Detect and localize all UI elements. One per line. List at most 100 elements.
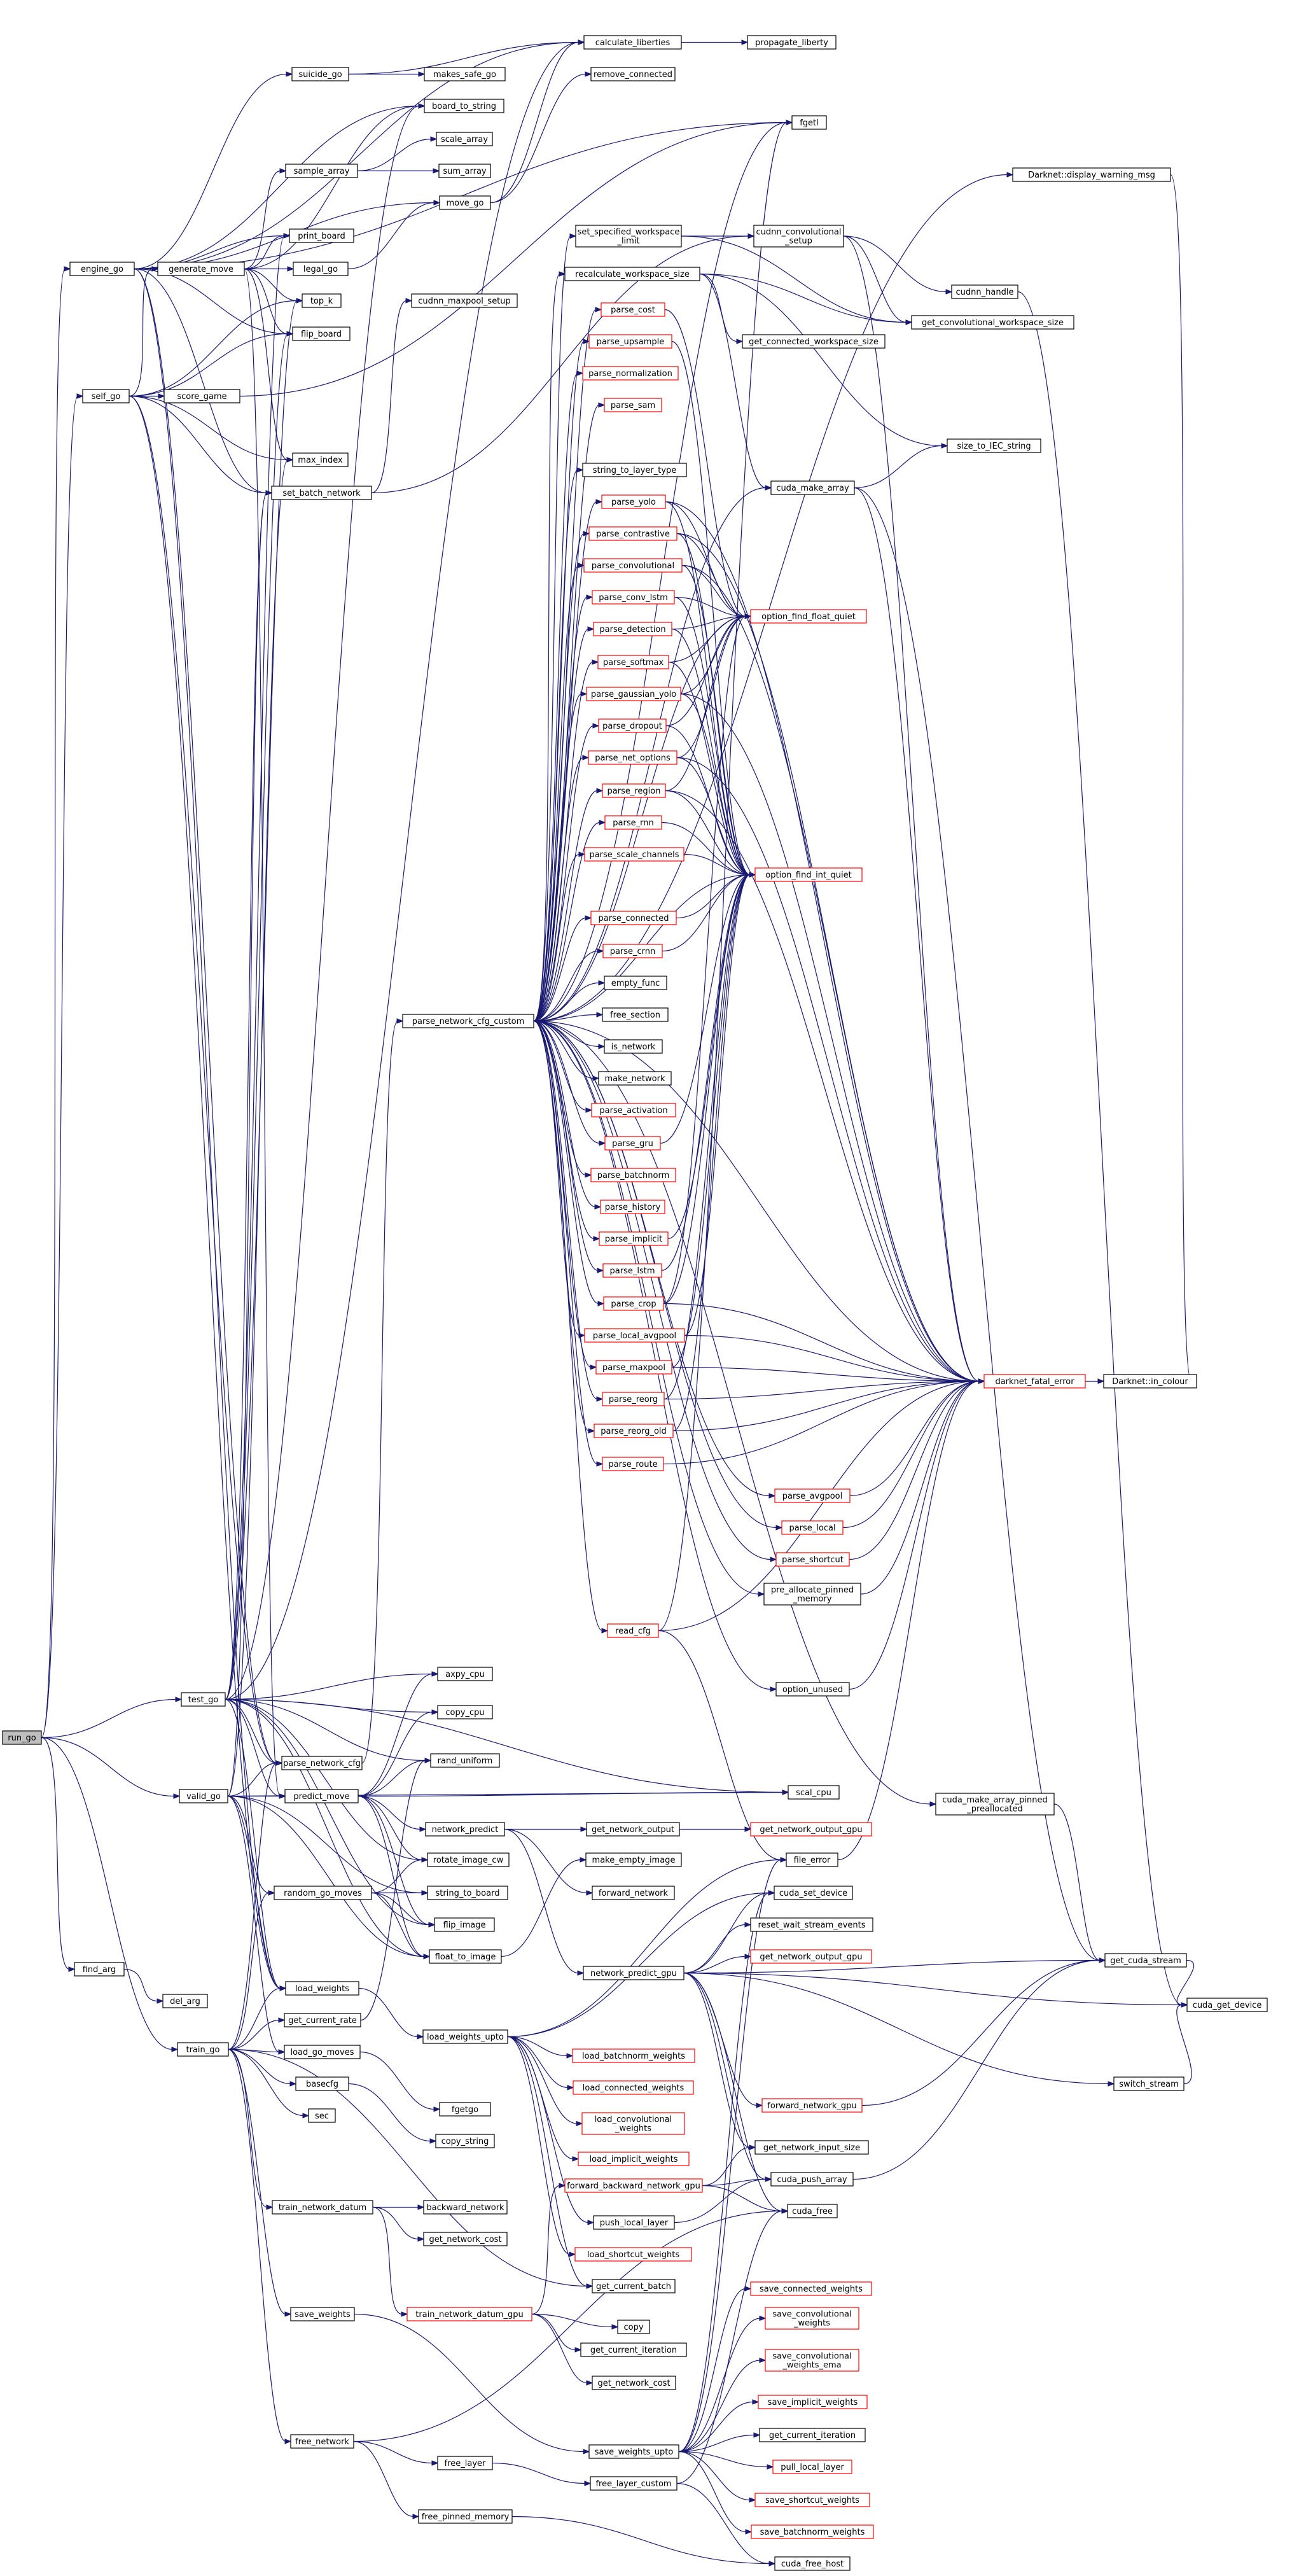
node-run-go[interactable]: run_go: [2, 1730, 42, 1745]
node-parse-rnn[interactable]: parse_rnn: [604, 815, 662, 830]
node-parse-crop[interactable]: parse_crop: [603, 1296, 664, 1311]
node-parse-history[interactable]: parse_history: [600, 1200, 665, 1214]
node-sum-array[interactable]: sum_array: [438, 164, 491, 178]
node-cudnn-maxpool-setup[interactable]: cudnn_maxpool_setup: [411, 293, 518, 308]
node-parse-shortcut[interactable]: parse_shortcut: [775, 1552, 850, 1567]
node-save-shortcut-weights[interactable]: save_shortcut_weights: [754, 2493, 870, 2507]
node-load-connected-weights[interactable]: load_connected_weights: [573, 2080, 694, 2095]
node-parse-local[interactable]: parse_local: [781, 1520, 844, 1535]
node-train-network-datum[interactable]: train_network_datum: [272, 2200, 373, 2215]
node-float-to-image[interactable]: float_to_image: [429, 1949, 502, 1964]
node-cuda-make-array[interactable]: cuda_make_array: [770, 480, 855, 495]
node-scal-cpu[interactable]: scal_cpu: [788, 1785, 840, 1800]
node-cuda-get-device[interactable]: cuda_get_device: [1186, 1998, 1268, 2012]
node-parse-crnn[interactable]: parse_crnn: [602, 944, 663, 958]
node-load-weights-upto[interactable]: load_weights_upto: [422, 2029, 508, 2044]
node-save-batchnorm-weights[interactable]: save_batchnorm_weights: [751, 2524, 874, 2539]
node-parse-detection[interactable]: parse_detection: [593, 622, 672, 636]
node-make-empty-image[interactable]: make_empty_image: [585, 1852, 682, 1867]
node-parse-region[interactable]: parse_region: [602, 783, 666, 798]
node-darknet-display-warning-msg[interactable]: Darknet::display_warning_msg: [1012, 167, 1171, 182]
node-copy[interactable]: copy: [617, 2320, 650, 2334]
node-sample-array[interactable]: sample_array: [285, 164, 358, 178]
node-cudnn-convolutional-setup[interactable]: cudnn_convolutional_setup: [753, 225, 844, 248]
node-random-go-moves[interactable]: random_go_moves: [274, 1886, 372, 1900]
node-del-arg[interactable]: del_arg: [162, 1994, 208, 2008]
node-save-convolutional-weights[interactable]: save_convolutional_weights: [765, 2307, 859, 2330]
node-pull-local-layer[interactable]: pull_local_layer: [772, 2460, 852, 2474]
node-network-predict-gpu[interactable]: network_predict_gpu: [583, 1966, 684, 1980]
node-cudnn-handle[interactable]: cudnn_handle: [951, 284, 1018, 299]
node-parse-reorg[interactable]: parse_reorg: [602, 1392, 665, 1406]
node-option-unused[interactable]: option_unused: [775, 1682, 850, 1697]
node-set-batch-network[interactable]: set_batch_network: [271, 486, 372, 500]
node-parse-yolo[interactable]: parse_yolo: [601, 494, 666, 509]
node-max-index[interactable]: max_index: [292, 452, 349, 467]
node-get-network-cost-1[interactable]: get_network_cost: [423, 2232, 508, 2246]
node-save-weights[interactable]: save_weights: [290, 2307, 355, 2321]
node-empty-func[interactable]: empty_func: [604, 976, 667, 990]
node-parse-implicit[interactable]: parse_implicit: [599, 1231, 669, 1246]
node-self-go[interactable]: self_go: [82, 389, 130, 403]
node-parse-gru[interactable]: parse_gru: [604, 1136, 661, 1151]
node-option-find-float-quiet[interactable]: option_find_float_quiet: [750, 609, 867, 624]
node-parse-reorg-old[interactable]: parse_reorg_old: [594, 1424, 674, 1438]
node-get-current-iteration-1[interactable]: get_current_iteration: [580, 2342, 687, 2357]
node-copy-cpu[interactable]: copy_cpu: [437, 1705, 493, 1719]
node-get-network-cost-2[interactable]: get_network_cost: [592, 2376, 676, 2390]
node-load-batchnorm-weights[interactable]: load_batchnorm_weights: [572, 2048, 695, 2063]
node-forward-backward-network-gpu[interactable]: forward_backward_network_gpu: [564, 2178, 703, 2193]
node-recalculate-workspace-size[interactable]: recalculate_workspace_size: [564, 267, 700, 281]
node-get-current-rate[interactable]: get_current_rate: [284, 2013, 361, 2027]
node-fgetl[interactable]: fgetl: [791, 115, 827, 130]
node-parse-activation[interactable]: parse_activation: [591, 1103, 676, 1117]
node-file-error[interactable]: file_error: [786, 1852, 838, 1867]
node-save-connected-weights[interactable]: save_connected_weights: [750, 2281, 872, 2296]
node-print-board[interactable]: print_board: [289, 228, 354, 243]
node-backward-network[interactable]: backward_network: [423, 2200, 508, 2215]
node-move-go[interactable]: move_go: [439, 195, 491, 210]
node-get-network-output-gpu-2[interactable]: get_network_output_gpu: [750, 1949, 872, 1964]
node-parse-normalization[interactable]: parse_normalization: [582, 366, 679, 381]
node-parse-network-cfg-custom[interactable]: parse_network_cfg_custom: [402, 1014, 534, 1028]
node-get-cuda-stream[interactable]: get_cuda_stream: [1104, 1953, 1187, 1968]
node-parse-cost[interactable]: parse_cost: [601, 302, 665, 317]
node-parse-local-avgpool[interactable]: parse_local_avgpool: [584, 1328, 685, 1343]
node-string-to-layer-type[interactable]: string_to_layer_type: [582, 463, 687, 477]
node-size-to-IEC-string[interactable]: size_to_IEC_string: [947, 438, 1041, 453]
node-flip-image[interactable]: flip_image: [434, 1917, 495, 1932]
node-top-k[interactable]: top_k: [302, 293, 342, 308]
node-parse-connected[interactable]: parse_connected: [590, 911, 677, 925]
node-parse-net-options[interactable]: parse_net_options: [588, 750, 677, 765]
node-test-go[interactable]: test_go: [181, 1692, 226, 1707]
node-get-convolutional-workspace-size[interactable]: get_convolutional_workspace_size: [911, 315, 1074, 330]
node-predict-move[interactable]: predict_move: [284, 1789, 359, 1803]
node-parse-sam[interactable]: parse_sam: [604, 398, 662, 412]
node-parse-route[interactable]: parse_route: [602, 1457, 664, 1471]
node-free-layer[interactable]: free_layer: [437, 2456, 493, 2470]
node-parse-network-cfg[interactable]: parse_network_cfg: [281, 1756, 363, 1770]
node-parse-avgpool[interactable]: parse_avgpool: [774, 1488, 851, 1503]
node-train-go[interactable]: train_go: [177, 2042, 229, 2057]
node-find-arg[interactable]: find_arg: [74, 1962, 125, 1977]
node-load-implicit-weights[interactable]: load_implicit_weights: [578, 2152, 690, 2166]
node-generate-move[interactable]: generate_move: [157, 262, 245, 276]
node-valid-go[interactable]: valid_go: [179, 1789, 228, 1803]
node-parse-conv-lstm[interactable]: parse_conv_lstm: [592, 590, 675, 605]
node-parse-lstm[interactable]: parse_lstm: [602, 1263, 662, 1278]
node-propagate-liberty[interactable]: propagate_liberty: [747, 35, 837, 50]
node-push-local-layer[interactable]: push_local_layer: [593, 2215, 675, 2230]
node-remove-connected[interactable]: remove_connected: [590, 67, 676, 81]
node-save-implicit-weights[interactable]: save_implicit_weights: [758, 2395, 868, 2409]
node-free-pinned-memory[interactable]: free_pinned_memory: [418, 2509, 513, 2524]
node-score-game[interactable]: score_game: [163, 389, 240, 403]
node-basecfg[interactable]: basecfg: [295, 2076, 349, 2091]
node-parse-contrastive[interactable]: parse_contrastive: [588, 526, 677, 541]
node-free-section[interactable]: free_section: [602, 1007, 669, 1022]
node-pre-allocate-pinned-memory[interactable]: pre_allocate_pinned_memory: [763, 1583, 861, 1606]
node-load-go-moves[interactable]: load_go_moves: [284, 2045, 361, 2059]
node-free-layer-custom[interactable]: free_layer_custom: [590, 2476, 677, 2491]
node-cuda-set-device[interactable]: cuda_set_device: [774, 1886, 853, 1900]
node-make-network[interactable]: make_network: [598, 1071, 672, 1086]
node-string-to-board[interactable]: string_to_board: [427, 1886, 508, 1900]
